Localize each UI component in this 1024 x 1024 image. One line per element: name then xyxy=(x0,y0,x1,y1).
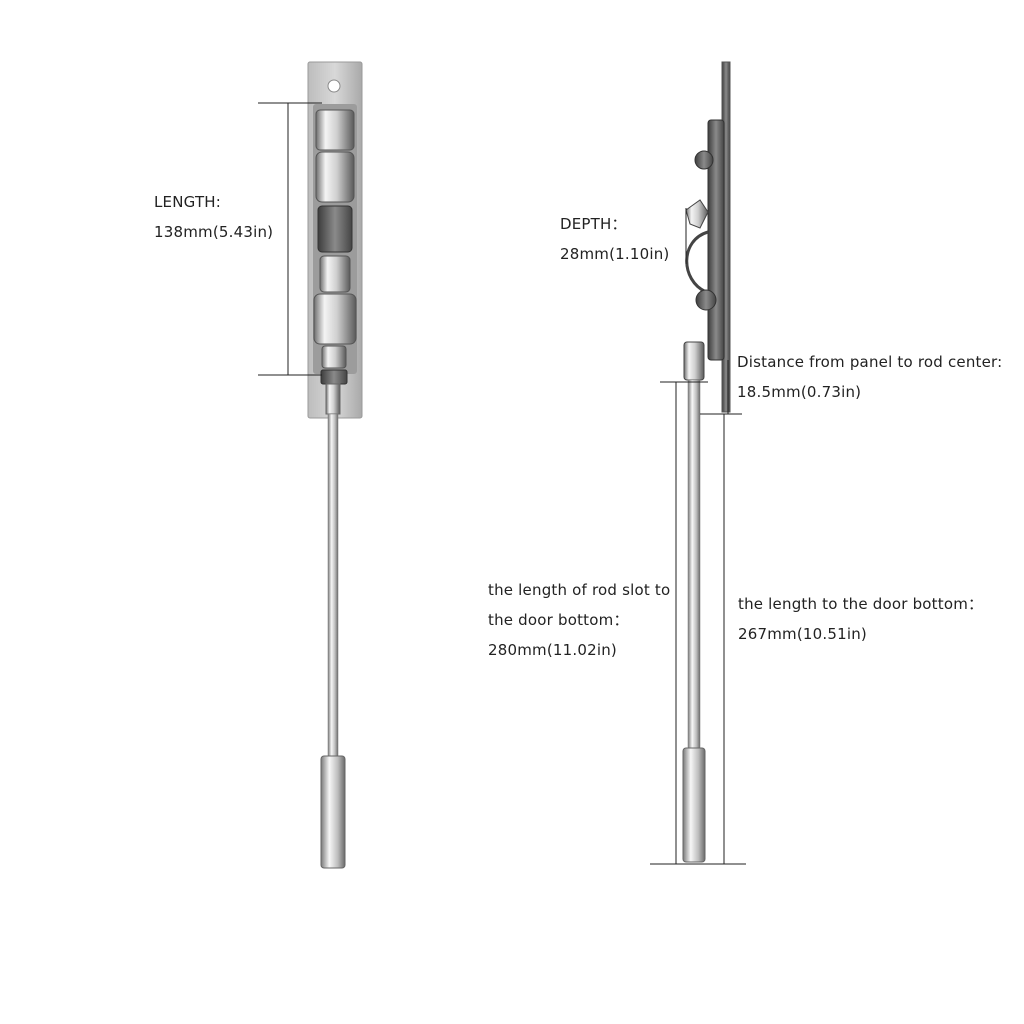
side-latch-hook xyxy=(685,199,709,229)
rod-slot-line2: the door bottom： xyxy=(488,611,629,629)
door-bottom-title: the length to the door bottom： xyxy=(738,595,984,613)
screw-hole-top xyxy=(327,79,341,93)
depth-title: DEPTH： xyxy=(560,215,627,233)
rod-slot-line1: the length of rod slot to xyxy=(488,581,671,599)
door-bottom-value: 267mm(10.51in) xyxy=(738,625,867,643)
panel-to-rod-title: Distance from panel to rod center: xyxy=(737,353,1003,371)
rod-collar xyxy=(321,345,347,369)
lever-upper xyxy=(315,109,355,151)
side-rod-tip xyxy=(682,747,706,863)
front-rod-tip xyxy=(320,755,346,869)
pivot-block xyxy=(319,255,351,293)
threaded-rod xyxy=(325,383,341,415)
side-dimension-lines xyxy=(650,208,746,865)
length-value: 138mm(5.43in) xyxy=(154,223,274,241)
depth-value: 28mm(1.10in) xyxy=(560,245,670,263)
front-rod xyxy=(327,413,339,759)
side-collar xyxy=(683,341,705,381)
panel-to-rod-value: 18.5mm(0.73in) xyxy=(737,383,862,401)
length-dimension xyxy=(258,102,322,376)
rod-slot-value: 280mm(11.02in) xyxy=(488,641,617,659)
side-roller-top xyxy=(694,150,714,170)
side-view-bolt xyxy=(682,61,731,863)
hex-nut xyxy=(320,369,348,385)
spring-block xyxy=(317,205,353,253)
length-title: LENGTH: xyxy=(154,193,222,211)
side-rod xyxy=(687,379,701,753)
side-roller-mid xyxy=(695,289,717,311)
side-spring-arc xyxy=(685,230,709,294)
front-view-bolt xyxy=(307,61,363,869)
lever-lower xyxy=(313,293,357,345)
lever-mid xyxy=(315,151,355,203)
